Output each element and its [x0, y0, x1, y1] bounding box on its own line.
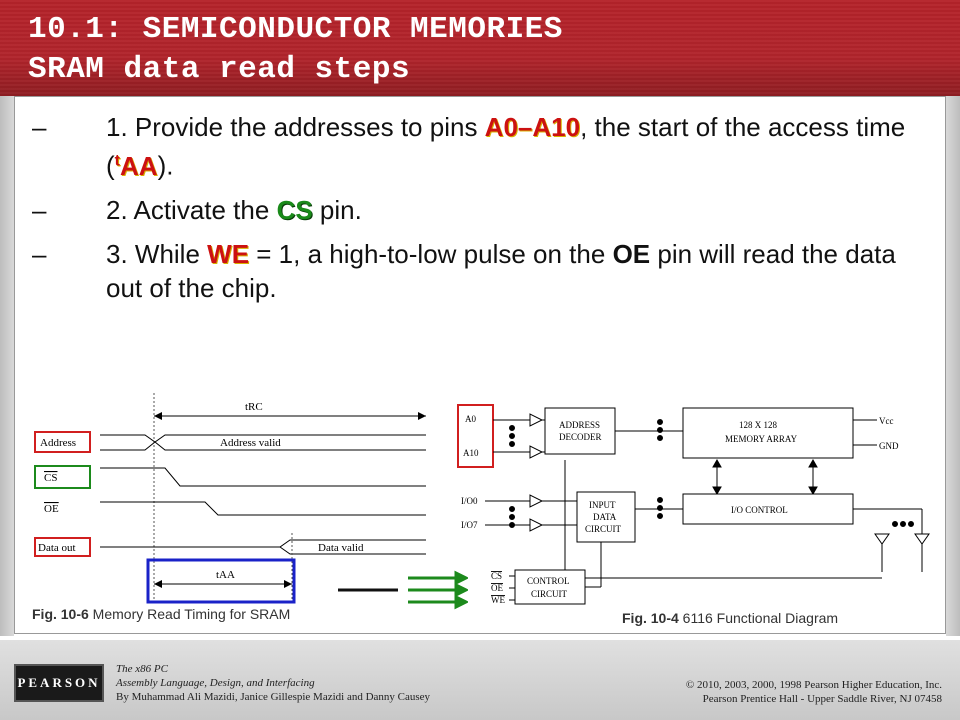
slide-title: 10.1: SEMICONDUCTOR MEMORIES [28, 12, 563, 47]
gnd-label: GND [879, 441, 899, 451]
bullet-1-text-3: ). [157, 150, 174, 181]
read-timing-diagram: tRC Address Address valid CS OE Data out… [34, 393, 426, 604]
memory-array-label-2: MEMORY ARRAY [725, 434, 798, 444]
book-subtitle: Assembly Language, Design, and Interfaci… [116, 677, 315, 689]
pin-cs: CS [276, 194, 313, 225]
cs-green-box [34, 465, 91, 489]
a10-label: A10 [463, 448, 479, 458]
bullet-2-text-2: pin. [312, 194, 362, 225]
oe-label: OE [44, 503, 59, 515]
address-valid-label: Address valid [220, 437, 281, 449]
bullet-1-text-2: , the start of the access time ( [106, 112, 906, 181]
bullet-1-text: 1. Provide the addresses to pins [106, 112, 485, 142]
data-valid-label: Data valid [318, 542, 364, 554]
io-control-label: I/O CONTROL [731, 505, 788, 515]
copyright: © 2010, 2003, 2000, 1998 Pearson Higher … [686, 678, 942, 706]
pin-a0: A0 [484, 112, 518, 142]
addr-decoder-label-2: DECODER [559, 432, 602, 442]
bullet-3: – 3. While WE = 1, a high-to-low pulse o… [20, 237, 920, 305]
diagram-caption-fig: Fig. 10-4 [622, 610, 679, 626]
copyright-line-2: Pearson Prentice Hall - Upper Saddle Riv… [702, 693, 942, 705]
trc-label: tRC [245, 401, 263, 413]
book-authors: By Muhammad Ali Mazidi, Janice Gillespie… [116, 691, 431, 703]
bullet-3-text-2: = 1, a high-to-low pulse on the [249, 238, 613, 269]
diagram-caption-text: 6116 Functional Diagram [678, 610, 839, 626]
control-circuit-label-2: CIRCUIT [531, 589, 568, 599]
pin-oe: OE [612, 238, 651, 269]
bullet-2: – 2. Activate the CS pin. [20, 193, 920, 227]
timing-caption-text: Memory Read Timing for SRAM [88, 606, 291, 622]
address-label: Address [40, 437, 76, 449]
control-circuit-label-1: CONTROL [527, 576, 570, 586]
slide-footer [0, 640, 960, 720]
address-red-box [34, 431, 91, 453]
taa-label: tAA [114, 150, 158, 181]
book-info: The x86 PC Assembly Language, Design, an… [116, 662, 430, 704]
control-arrows [338, 570, 468, 610]
io7-label: I/O7 [461, 520, 478, 530]
cs-pin-label: CS [491, 571, 502, 581]
input-circuit-label-1: INPUT [589, 500, 616, 510]
data-out-label: Data out [38, 542, 76, 554]
pin-we: WE [207, 238, 250, 269]
taa-blue-box [146, 558, 296, 604]
content-frame [14, 96, 946, 634]
pearson-logo: PEARSON [14, 664, 104, 702]
slide-subtitle: SRAM data read steps [28, 52, 411, 87]
sram-functional-diagram: A0 A10 ADDRESS DECODER 128 X 128 MEMORY … [457, 404, 930, 605]
bullet-3-text-3: pin will read the data out of the chip. [106, 238, 896, 303]
bullet-dash: – [32, 238, 47, 269]
book-title: The x86 PC [116, 663, 168, 675]
input-circuit-label-3: CIRCUIT [585, 524, 622, 534]
slide-header: 10.1: SEMICONDUCTOR MEMORIES SRAM data r… [0, 0, 960, 96]
taa-label-diagram: tAA [216, 569, 235, 581]
left-margin [0, 96, 14, 636]
vcc-label: Vcc [879, 416, 894, 426]
data-out-red-box [34, 537, 91, 557]
timing-caption: Fig. 10-6 Memory Read Timing for SRAM [32, 606, 290, 622]
bullet-dash: – [32, 112, 47, 142]
memory-array-label-1: 128 X 128 [739, 420, 777, 430]
addr-decoder-label-1: ADDRESS [559, 420, 600, 430]
io0-label: I/O0 [461, 496, 478, 506]
we-pin-label: WE [491, 595, 505, 605]
cs-label: CS [44, 472, 57, 484]
address-pins-red-box [457, 404, 494, 468]
oe-pin-label: OE [491, 583, 503, 593]
timing-caption-fig: Fig. 10-6 [32, 606, 89, 622]
right-margin [946, 96, 960, 636]
pin-a10: A10 [532, 112, 581, 142]
input-circuit-label-2: DATA [593, 512, 617, 522]
bullet-dash: – [32, 194, 47, 225]
bullet-list: – 1. Provide the addresses to pins A0–A1… [20, 110, 920, 315]
copyright-line-1: © 2010, 2003, 2000, 1998 Pearson Higher … [685, 679, 942, 691]
bullet-1: – 1. Provide the addresses to pins A0–A1… [20, 110, 920, 183]
a0-label: A0 [465, 414, 476, 424]
bullet-3-text: 3. While [106, 238, 208, 269]
pin-range-dash: – [517, 112, 533, 142]
diagram-caption: Fig. 10-4 6116 Functional Diagram [622, 610, 838, 626]
bullet-2-text: 2. Activate the [106, 194, 277, 225]
